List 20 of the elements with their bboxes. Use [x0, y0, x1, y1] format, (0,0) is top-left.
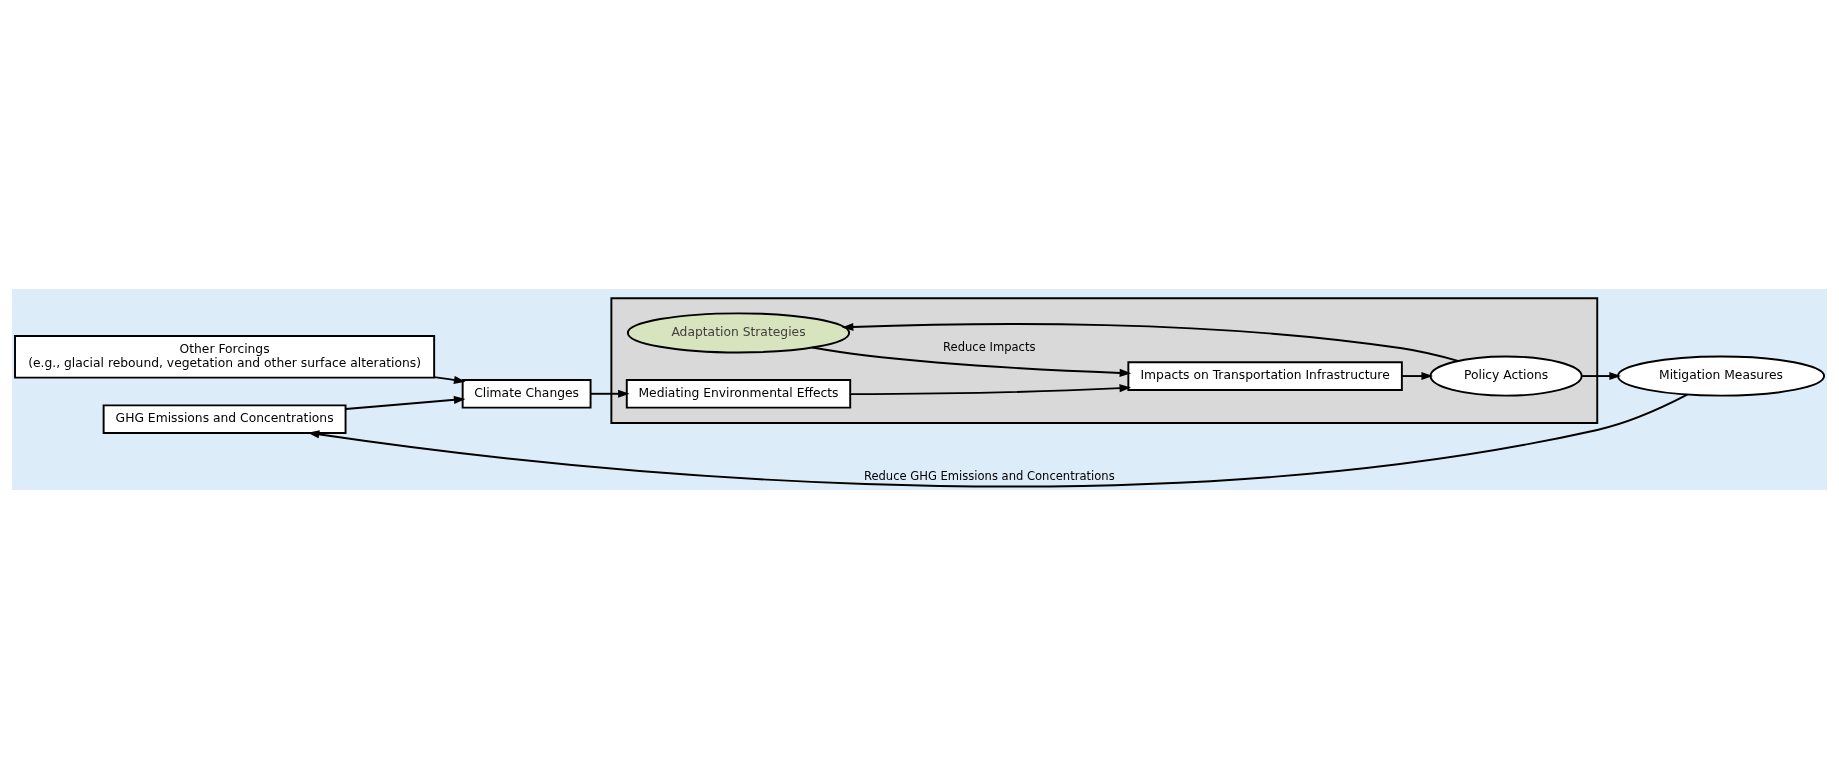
node-box: Other Forcings (e.g., glacial rebound, vegetation and other surface alterations): [14, 335, 436, 379]
arrow: [307, 393, 1689, 488]
arrow: [344, 395, 466, 410]
cluster: [610, 297, 1599, 425]
node-ellipse: Mitigation Measures: [1616, 355, 1826, 397]
node-box: GHG Emissions and Concentrations: [102, 404, 347, 435]
arrow: [1581, 372, 1621, 381]
node-box: Climate Changes: [461, 378, 592, 409]
arrow: [433, 375, 466, 384]
edge-label: Reduce GHG Emissions and Concentrations: [863, 469, 1115, 484]
node-box: Mediating Environmental Effects: [625, 378, 852, 409]
arrow: [849, 384, 1132, 396]
arrow: [1401, 372, 1434, 381]
edge-label: Reduce Impacts: [943, 340, 1036, 355]
node-box: Impacts on Transportation Infrastructure: [1127, 361, 1403, 391]
node-ellipse: Adaptation Strategies: [626, 312, 851, 354]
node-ellipse: Policy Actions: [1429, 355, 1583, 397]
arrow: [841, 322, 1459, 362]
arrow: [589, 389, 630, 398]
arrow: [811, 346, 1132, 377]
